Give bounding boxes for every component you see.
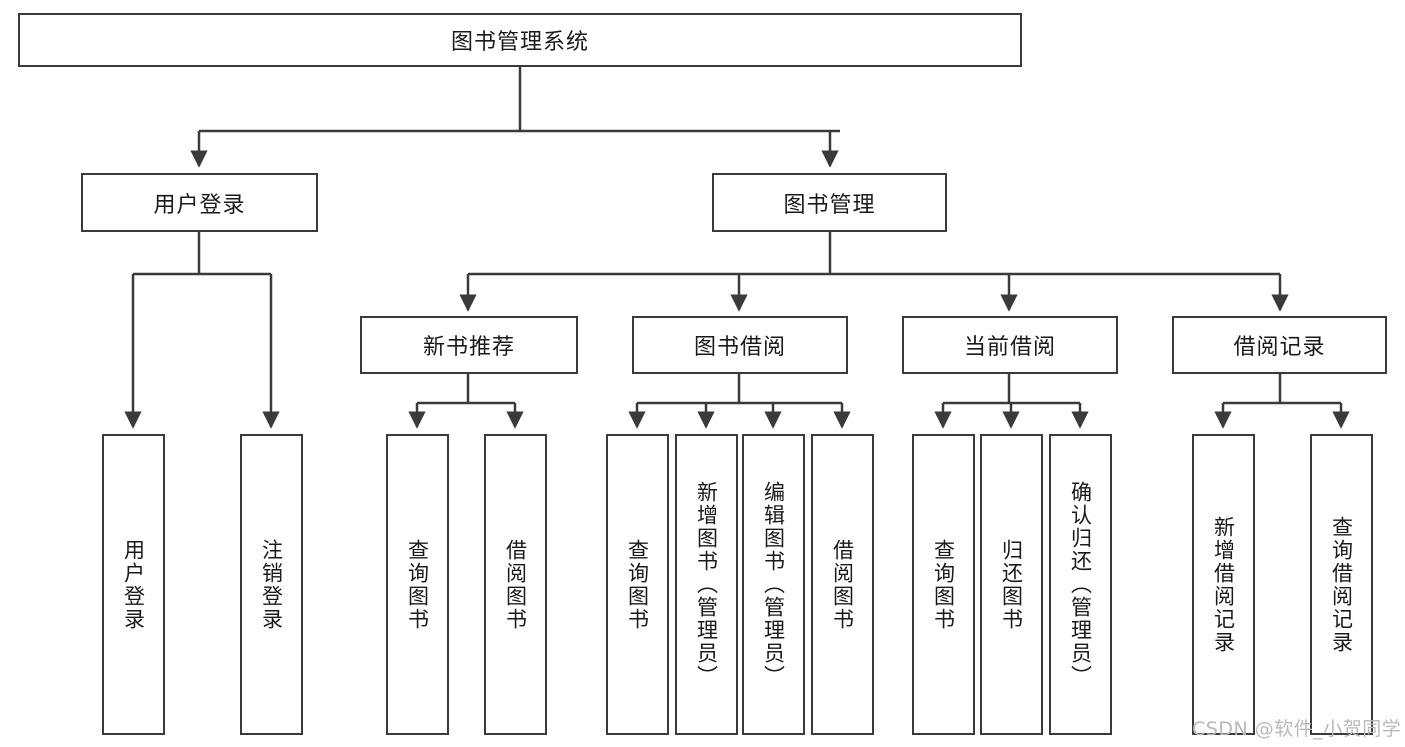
node-root-label: 图书管理系统 — [450, 30, 589, 55]
leaf-book-borrow-3[interactable]: 编辑图书（管理员） — [742, 434, 805, 735]
node-borrow-record-label: 借阅记录 — [1233, 335, 1326, 360]
leaf-label: 查询图书 — [931, 538, 956, 631]
node-current-borrow[interactable]: 当前借阅 — [902, 316, 1118, 374]
node-book-borrow[interactable]: 图书借阅 — [632, 316, 848, 374]
node-book-manage-label: 图书管理 — [783, 192, 876, 218]
node-new-book-recommend-label: 新书推荐 — [422, 335, 515, 360]
leaf-borrow-record-1[interactable]: 新增借阅记录 — [1192, 434, 1255, 735]
leaf-label: 查询图书 — [405, 538, 430, 631]
leaf-user-login-1[interactable]: 用户登录 — [102, 434, 165, 735]
leaf-current-borrow-3[interactable]: 确认归还（管理员） — [1049, 434, 1112, 735]
leaf-label: 借阅图书 — [503, 538, 528, 631]
node-user-login[interactable]: 用户登录 — [81, 173, 318, 232]
leaf-label: 编辑图书（管理员） — [761, 481, 786, 688]
node-book-manage[interactable]: 图书管理 — [712, 173, 947, 232]
leaf-user-login-2[interactable]: 注销登录 — [240, 434, 303, 735]
leaf-new-book-2[interactable]: 借阅图书 — [484, 434, 547, 735]
leaf-book-borrow-1[interactable]: 查询图书 — [606, 434, 669, 735]
node-current-borrow-label: 当前借阅 — [963, 335, 1056, 360]
leaf-label: 借阅图书 — [830, 538, 855, 631]
node-borrow-record[interactable]: 借阅记录 — [1172, 316, 1387, 374]
leaf-label: 新增图书（管理员） — [694, 481, 719, 688]
leaf-label: 新增借阅记录 — [1211, 515, 1236, 654]
leaf-book-borrow-2[interactable]: 新增图书（管理员） — [675, 434, 738, 735]
node-root[interactable]: 图书管理系统 — [18, 13, 1022, 67]
leaf-borrow-record-2[interactable]: 查询借阅记录 — [1310, 434, 1373, 735]
leaf-label: 确认归还（管理员） — [1068, 481, 1093, 688]
node-user-login-label: 用户登录 — [153, 192, 246, 218]
leaf-label: 查询借阅记录 — [1329, 515, 1354, 654]
leaf-label: 查询图书 — [625, 538, 650, 631]
node-new-book-recommend[interactable]: 新书推荐 — [360, 316, 578, 374]
leaf-current-borrow-2[interactable]: 归还图书 — [980, 434, 1043, 735]
csdn-watermark: CSDN @软件_小贺同学 — [1192, 718, 1402, 740]
leaf-book-borrow-4[interactable]: 借阅图书 — [811, 434, 874, 735]
leaf-label: 归还图书 — [999, 538, 1024, 631]
leaf-label: 用户登录 — [121, 538, 146, 631]
leaf-current-borrow-1[interactable]: 查询图书 — [912, 434, 975, 735]
leaf-label: 注销登录 — [259, 538, 284, 631]
leaf-new-book-1[interactable]: 查询图书 — [386, 434, 449, 735]
node-book-borrow-label: 图书借阅 — [693, 335, 786, 360]
